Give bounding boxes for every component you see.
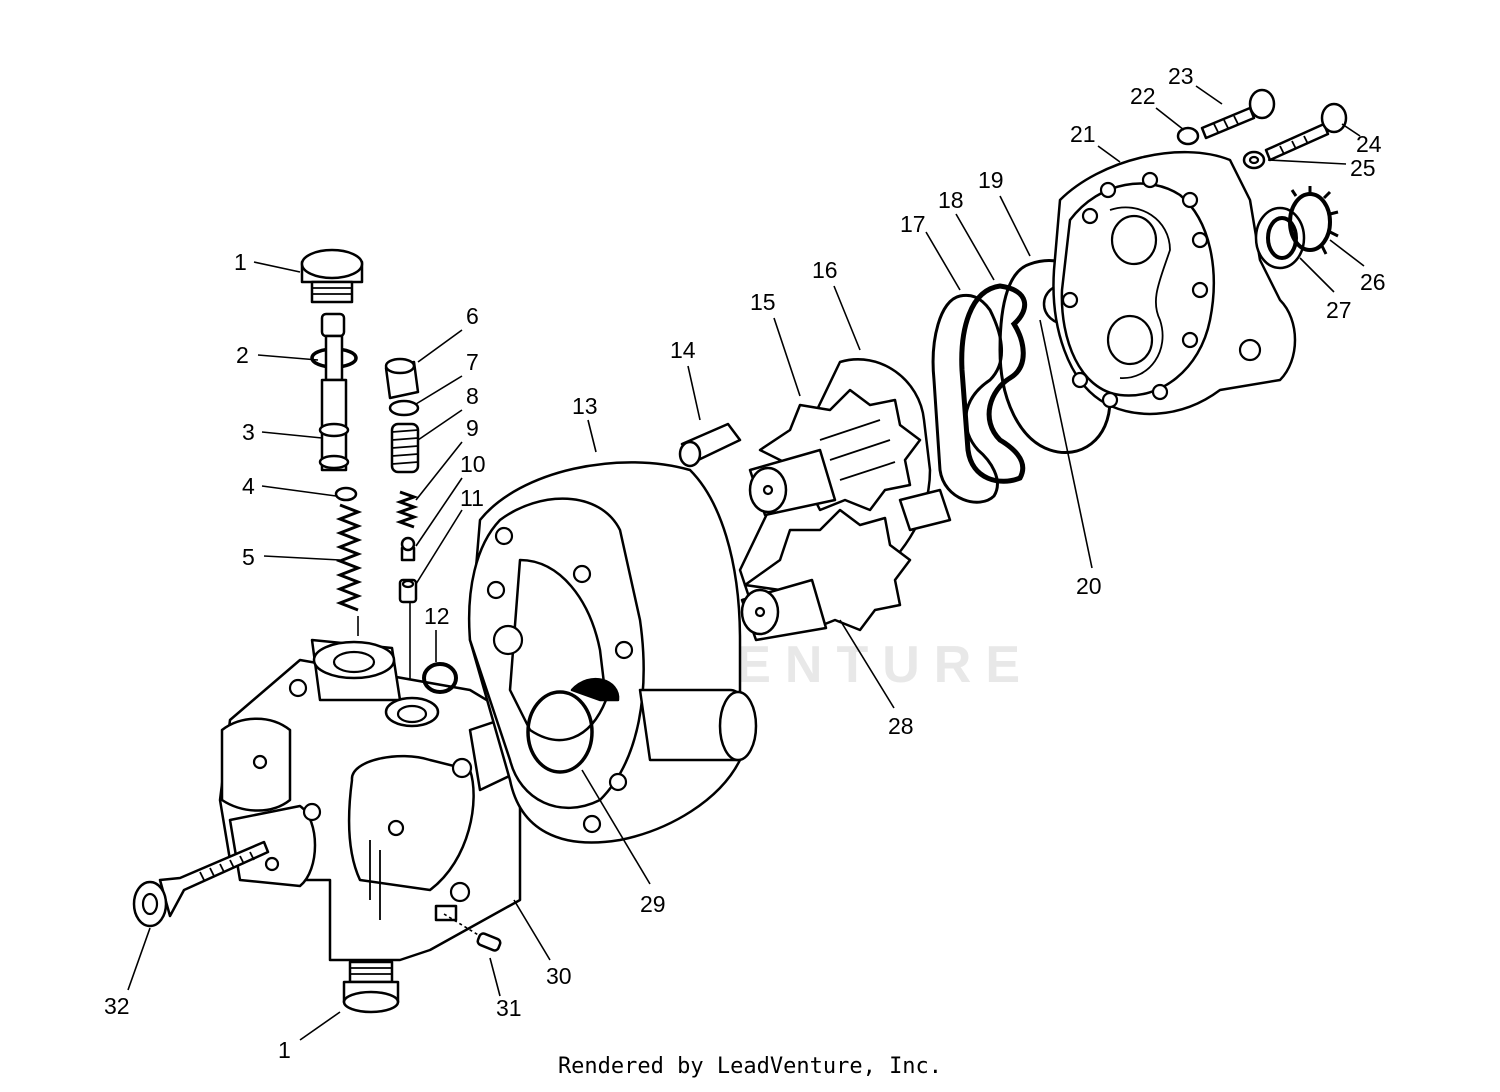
callout-part-6: 6: [466, 303, 479, 329]
part-1-top-plug: [300, 248, 364, 304]
callout-part-20: 20: [1076, 573, 1102, 599]
callout-part-9: 9: [466, 415, 479, 441]
callout-part-10: 10: [460, 451, 486, 477]
callout-part-30: 30: [546, 963, 572, 989]
callout-labels: 1 2 3 4 5 6 7 8 9 10 11 12 13 14 15 16 1…: [104, 63, 1386, 1063]
part-11-seat: [398, 578, 418, 604]
part-18-seal: [959, 283, 1028, 484]
part-7-washer: [388, 399, 420, 417]
callout-part-1-top: 1: [234, 249, 247, 275]
callout-part-29: 29: [640, 891, 666, 917]
part-23-bolt: [1200, 88, 1276, 140]
callout-part-13: 13: [572, 393, 598, 419]
part-1-bottom-plug: [342, 960, 400, 1014]
callout-part-2: 2: [236, 342, 249, 368]
part-17-gasket: [931, 293, 1004, 504]
part-8-plug: [390, 422, 420, 474]
part-12-oring: [422, 662, 458, 694]
part-5-spring: [335, 503, 363, 612]
part-28-driven-gear: [740, 488, 952, 642]
part-2-oring: [310, 312, 358, 382]
callout-part-15: 15: [750, 289, 776, 315]
callout-part-19: 19: [978, 167, 1004, 193]
footer-credit: Rendered by LeadVenture, Inc.: [557, 1054, 943, 1079]
callout-part-22: 22: [1130, 83, 1156, 109]
callout-part-24: 24: [1356, 131, 1382, 157]
callout-part-18: 18: [938, 187, 964, 213]
part-10-ball: [400, 536, 416, 562]
callout-part-1-bottom: 1: [278, 1037, 291, 1063]
callout-part-31: 31: [496, 995, 522, 1021]
part-31-set-screw: [443, 913, 502, 952]
callout-part-16: 16: [812, 257, 838, 283]
part-14-dowel-pin: [678, 422, 742, 468]
part-30-front-cover: [218, 638, 524, 962]
part-27-seal: [1254, 206, 1306, 270]
callout-part-7: 7: [466, 349, 479, 375]
callout-part-23: 23: [1168, 63, 1194, 89]
part-26-retaining-ring: [1288, 186, 1339, 255]
part-6-cap: [384, 357, 420, 400]
part-9-spring: [395, 490, 419, 529]
part-13-gear-housing: [467, 461, 758, 844]
callout-part-4: 4: [242, 473, 255, 499]
callout-part-14: 14: [670, 337, 696, 363]
leader-lines: [127, 85, 1365, 1041]
part-21-rear-cover: [1052, 150, 1297, 416]
callout-part-11: 11: [460, 485, 484, 511]
part-25-washer: [1242, 150, 1266, 170]
callout-part-28: 28: [888, 713, 914, 739]
part-4-washer: [334, 486, 358, 502]
part-3-valve-spool: [318, 378, 350, 472]
part-22-washer: [1176, 126, 1200, 146]
callout-part-25: 25: [1350, 155, 1376, 181]
callout-part-32: 32: [104, 993, 130, 1019]
callout-part-12: 12: [424, 603, 450, 629]
callout-part-17: 17: [900, 211, 926, 237]
callout-part-26: 26: [1360, 269, 1386, 295]
callout-part-3: 3: [242, 419, 255, 445]
part-24-bolt: [1264, 102, 1348, 162]
callout-part-27: 27: [1326, 297, 1352, 323]
callout-part-8: 8: [466, 383, 479, 409]
part-32-bolt: [132, 840, 270, 928]
callout-part-21: 21: [1070, 121, 1096, 147]
part-15-drive-gear: [748, 388, 922, 517]
callout-part-5: 5: [242, 544, 255, 570]
